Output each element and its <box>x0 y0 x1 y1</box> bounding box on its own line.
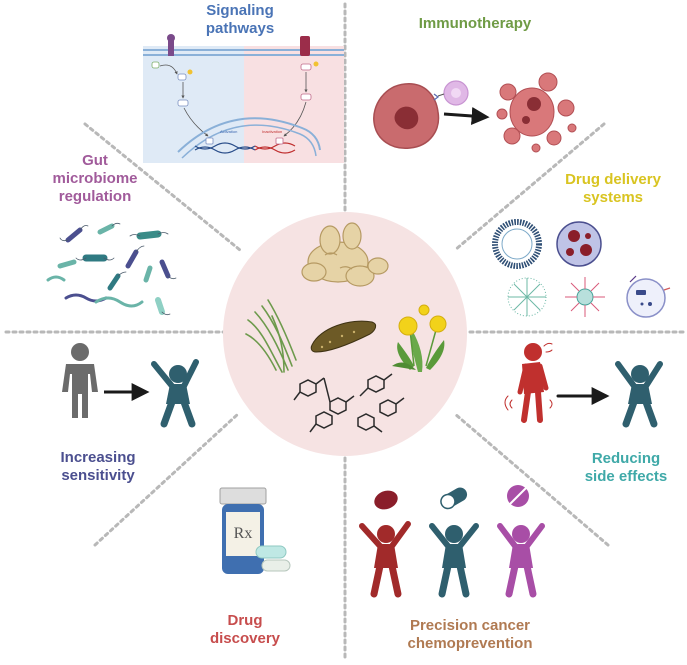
drug-delivery-illustration <box>492 219 671 318</box>
reducing-side-effects-label: Reducing side effects <box>570 450 682 486</box>
divider-bottom-left <box>93 412 240 547</box>
drug-bottle-illustration: Rx <box>219 487 291 574</box>
dying-tumor-icon <box>496 72 577 153</box>
signaling-line-2: pathways <box>205 20 275 37</box>
reducing-side-effects-illustration <box>504 342 663 428</box>
inactivation-label: Inactivation <box>262 129 282 134</box>
receptor-right-icon <box>300 36 310 56</box>
precision-line-2: chemoprevention <box>407 635 533 652</box>
sensitivity-line-2: sensitivity <box>61 467 135 484</box>
nanoparticle-icon <box>556 221 602 267</box>
receptor-left-icon <box>167 34 175 56</box>
discovery-line-2: discovery <box>209 630 281 647</box>
divider-lines <box>4 2 685 663</box>
reducing-line-2: side effects <box>584 468 668 485</box>
rx-label: Rx <box>234 525 253 542</box>
cheering-person-red-icon <box>359 521 411 598</box>
microbiome-line-1: Gut <box>82 152 108 169</box>
immunotherapy-line-1: Immunotherapy <box>418 15 532 32</box>
drug-delivery-line-2: systems <box>582 189 644 206</box>
capsule-icon <box>440 487 468 510</box>
chemical-structures-icon <box>293 373 405 433</box>
immunotherapy-label: Immunotherapy <box>395 15 555 33</box>
cheering-person-teal-icon <box>151 359 199 428</box>
micelle-icon <box>565 277 605 317</box>
microbiome-line-2: microbiome <box>52 170 138 187</box>
precision-chemoprevention-label: Precision cancer chemoprevention <box>385 617 555 653</box>
gut-microbiome-label: Gut microbiome regulation <box>40 152 150 206</box>
divider-top-left <box>83 122 242 252</box>
center-circle <box>223 212 467 456</box>
drug-delivery-label: Drug delivery systems <box>548 171 678 207</box>
divider-bottom-right <box>453 412 610 547</box>
targeted-carrier-icon <box>626 275 671 318</box>
precision-line-1: Precision cancer <box>409 617 531 634</box>
bacteria-icon <box>46 223 171 315</box>
signaling-panel: Activation Inactivation <box>143 34 344 163</box>
cheering-person-teal-2-icon <box>429 523 479 598</box>
tumor-cell-icon <box>373 83 440 149</box>
immunotherapy-illustration <box>373 72 577 153</box>
standing-person-icon <box>62 343 98 418</box>
increasing-sensitivity-label: Increasing sensitivity <box>38 449 158 485</box>
drug-discovery-label: Drug discovery <box>195 612 295 648</box>
microbiome-line-3: regulation <box>58 188 132 205</box>
drug-delivery-line-1: Drug delivery <box>565 171 661 188</box>
immunotherapy-arrow <box>443 106 490 125</box>
signaling-pathways-label: Signaling pathways <box>170 2 310 38</box>
reducing-line-1: Reducing <box>591 450 661 467</box>
t-cell-icon <box>433 80 469 106</box>
signaling-line-1: Signaling <box>206 2 274 19</box>
red-tablet-icon <box>374 490 398 510</box>
ginger-root-icon <box>301 222 389 287</box>
increasing-sensitivity-illustration <box>62 343 199 428</box>
herb-stems-icon <box>245 299 297 373</box>
precision-chemoprevention-illustration <box>359 485 545 598</box>
cheering-person-purple-icon <box>497 523 545 598</box>
sea-cucumber-icon <box>310 320 377 353</box>
activation-label: Activation <box>220 129 237 134</box>
discovery-line-1: Drug <box>227 612 263 629</box>
sick-person-icon <box>504 342 553 423</box>
dendrimer-icon <box>507 277 547 317</box>
gut-microbiome-illustration <box>46 222 177 316</box>
divider-top-right <box>453 122 606 252</box>
flagella-icon <box>59 222 177 316</box>
pill-capsule-icon <box>255 545 291 572</box>
cheering-person-teal-3-icon <box>615 361 663 428</box>
dandelion-icon <box>392 304 447 372</box>
sensitivity-line-1: Increasing <box>60 449 136 466</box>
liposome-icon <box>492 219 542 269</box>
purple-pill-icon <box>507 485 529 507</box>
